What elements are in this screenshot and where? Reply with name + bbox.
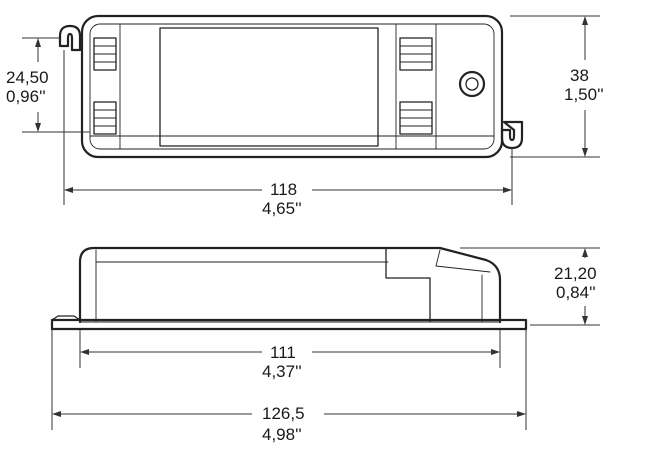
screw-icon [458, 70, 486, 98]
dim-side-overall-length [51, 330, 527, 430]
top-width-mm-label: 118 [270, 180, 297, 199]
dim-mount-spacing [22, 37, 90, 133]
dim-side-inner-length [79, 330, 501, 368]
top-body-inner [89, 23, 495, 150]
mount-spacing-mm-label: 24,50 [6, 68, 49, 87]
top-height-in-label: 1,50'' [564, 85, 604, 104]
right-mounting-tab-icon [500, 120, 524, 150]
top-width-in-label: 4,65'' [262, 199, 302, 218]
left-terminal-block [93, 37, 117, 135]
side-base-plate [50, 318, 528, 331]
top-label-plate [159, 27, 379, 147]
side-view [50, 246, 600, 430]
side-inner-length-in-label: 4,37'' [262, 362, 302, 381]
dim-top-height [510, 15, 600, 158]
top-height-mm-label: 38 [570, 66, 589, 85]
top-view [22, 14, 600, 205]
side-overall-length-in-label: 4,98'' [262, 425, 302, 444]
side-inner-length-mm-label: 111 [270, 343, 296, 362]
dim-top-width [63, 50, 513, 205]
side-height-mm-label: 21,20 [554, 264, 597, 283]
dim-side-height [460, 247, 600, 326]
side-overall-length-mm-label: 126,5 [262, 404, 305, 423]
right-terminal-block [399, 37, 433, 135]
side-height-in-label: 0,84'' [556, 283, 596, 302]
mount-spacing-in-label: 0,96'' [6, 87, 46, 106]
left-mounting-tab-icon [58, 24, 82, 52]
side-body-outline [78, 246, 502, 324]
top-body-outline [80, 14, 504, 159]
